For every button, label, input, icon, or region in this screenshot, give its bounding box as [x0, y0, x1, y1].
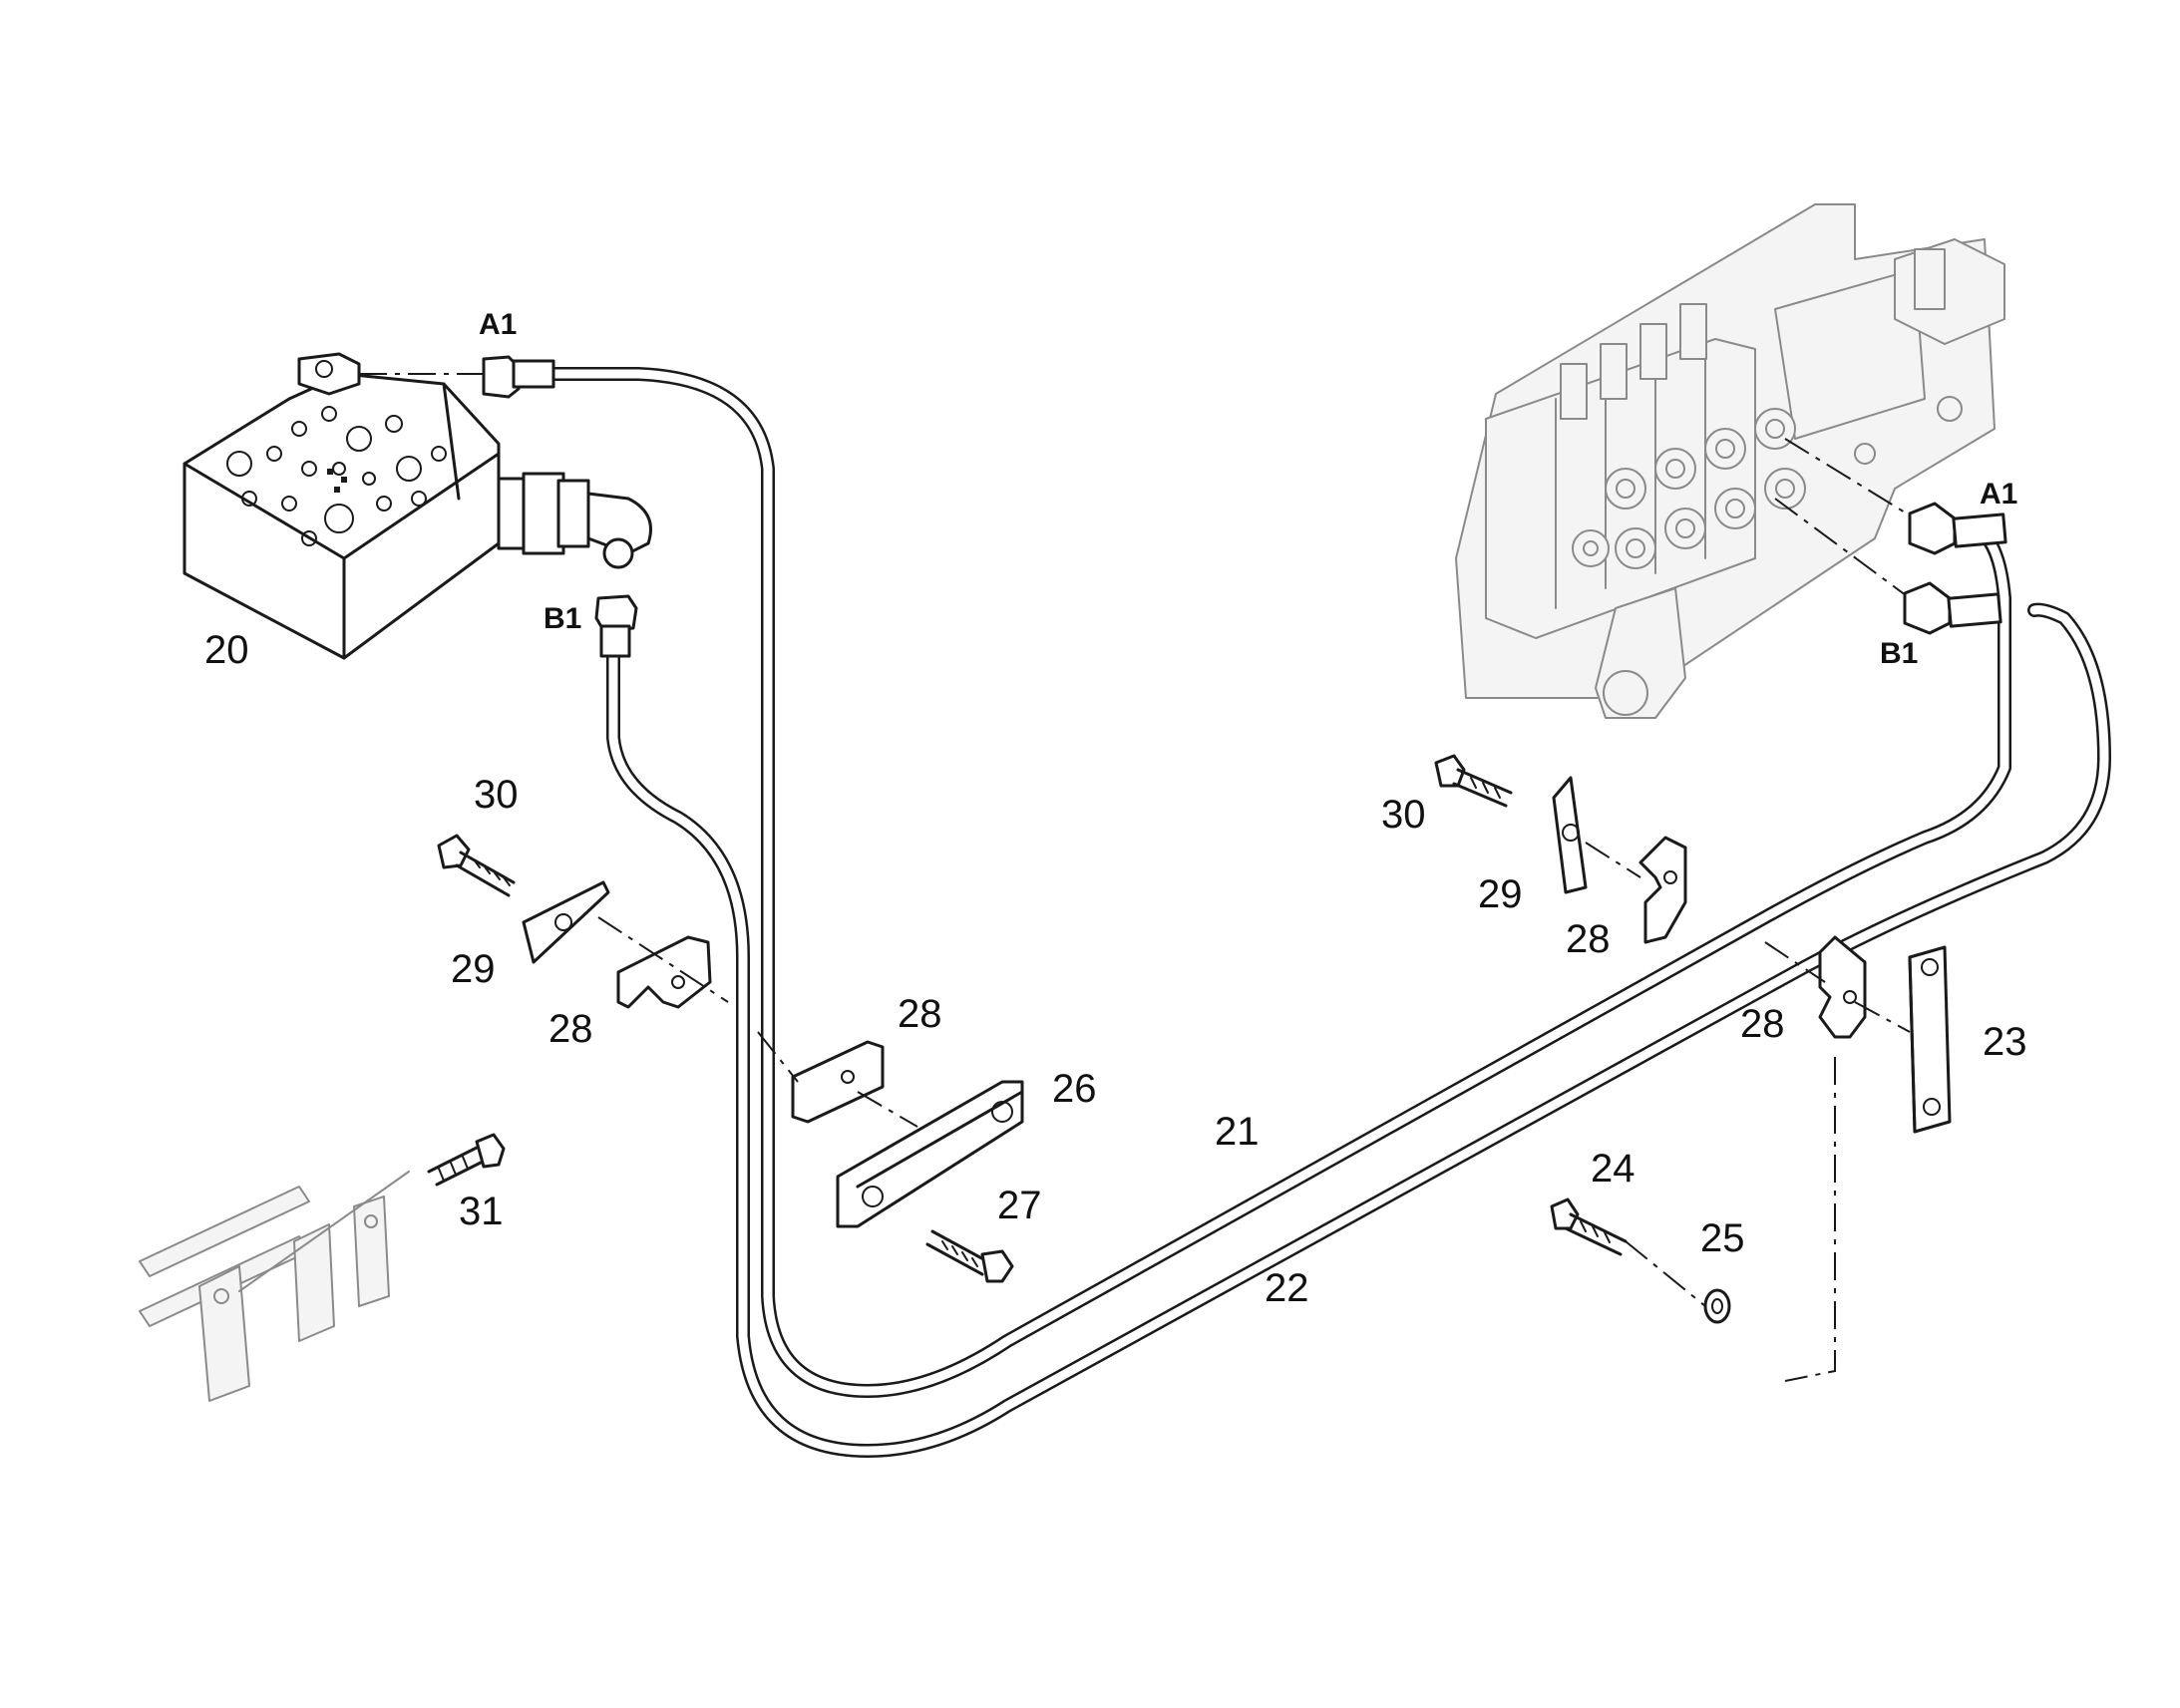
callout-22: 22 — [1265, 1266, 1309, 1310]
control-valve-block — [1455, 203, 2005, 719]
washer-25 — [1703, 1288, 1731, 1324]
callout-28-right-lower: 28 — [1740, 1002, 1785, 1046]
callout-29-left: 29 — [451, 947, 496, 991]
leader-line — [1625, 1240, 1706, 1307]
port-label-right-b1: B1 — [1880, 637, 1918, 670]
clamp-28-right-lower — [1818, 935, 1867, 1039]
pipe-clamp-assembly-bottom-left — [139, 1171, 410, 1402]
leader-line — [1764, 941, 1826, 983]
callout-26: 26 — [1052, 1067, 1097, 1111]
bolt-30-left — [437, 834, 516, 897]
hose-fitting-left-b1 — [594, 594, 638, 658]
hose-fitting-right-b1 — [1903, 581, 2002, 635]
hose-22 — [606, 602, 2111, 1458]
port-label-left-a1: A1 — [479, 308, 517, 341]
bolt-31 — [427, 1133, 506, 1187]
callout-24: 24 — [1591, 1147, 1635, 1191]
washer-29-left — [522, 880, 610, 964]
leader-line — [597, 916, 729, 1003]
bolt-27 — [925, 1229, 1014, 1283]
port-label-left-b1: B1 — [544, 602, 581, 635]
valve-block-20 — [182, 352, 652, 660]
callout-27: 27 — [997, 1184, 1042, 1227]
callout-21: 21 — [1215, 1110, 1260, 1154]
callout-28-center: 28 — [898, 992, 942, 1036]
callout-31: 31 — [459, 1190, 504, 1233]
clamp-28-left-upper — [616, 935, 712, 1009]
clamp-28-right-upper — [1638, 836, 1687, 944]
leader-line — [1854, 1001, 1911, 1033]
leader-line — [757, 1031, 799, 1083]
hose-fitting-right-a1 — [1908, 502, 2007, 555]
hose-21 — [512, 367, 2011, 1398]
washer-29-right — [1552, 776, 1588, 894]
clamp-28-center — [791, 1040, 885, 1124]
leader-line — [857, 1091, 918, 1128]
callout-30-right: 30 — [1381, 793, 1426, 837]
plate-26 — [836, 1080, 1024, 1228]
plate-23 — [1908, 945, 1952, 1134]
callout-30-left: 30 — [474, 773, 519, 817]
callout-28-right-upper: 28 — [1566, 917, 1611, 961]
leader-line — [1784, 1057, 1836, 1382]
callout-28-left: 28 — [548, 1007, 593, 1051]
callout-20: 20 — [204, 628, 249, 672]
bolt-24 — [1550, 1197, 1628, 1256]
callout-29-right: 29 — [1478, 872, 1523, 916]
callout-23: 23 — [1983, 1020, 2027, 1064]
callout-25: 25 — [1700, 1216, 1745, 1260]
hose-fitting-left-a1 — [482, 355, 555, 399]
port-label-right-a1: A1 — [1980, 478, 2017, 511]
bolt-30-right — [1434, 754, 1513, 808]
leader-line — [1585, 842, 1641, 878]
